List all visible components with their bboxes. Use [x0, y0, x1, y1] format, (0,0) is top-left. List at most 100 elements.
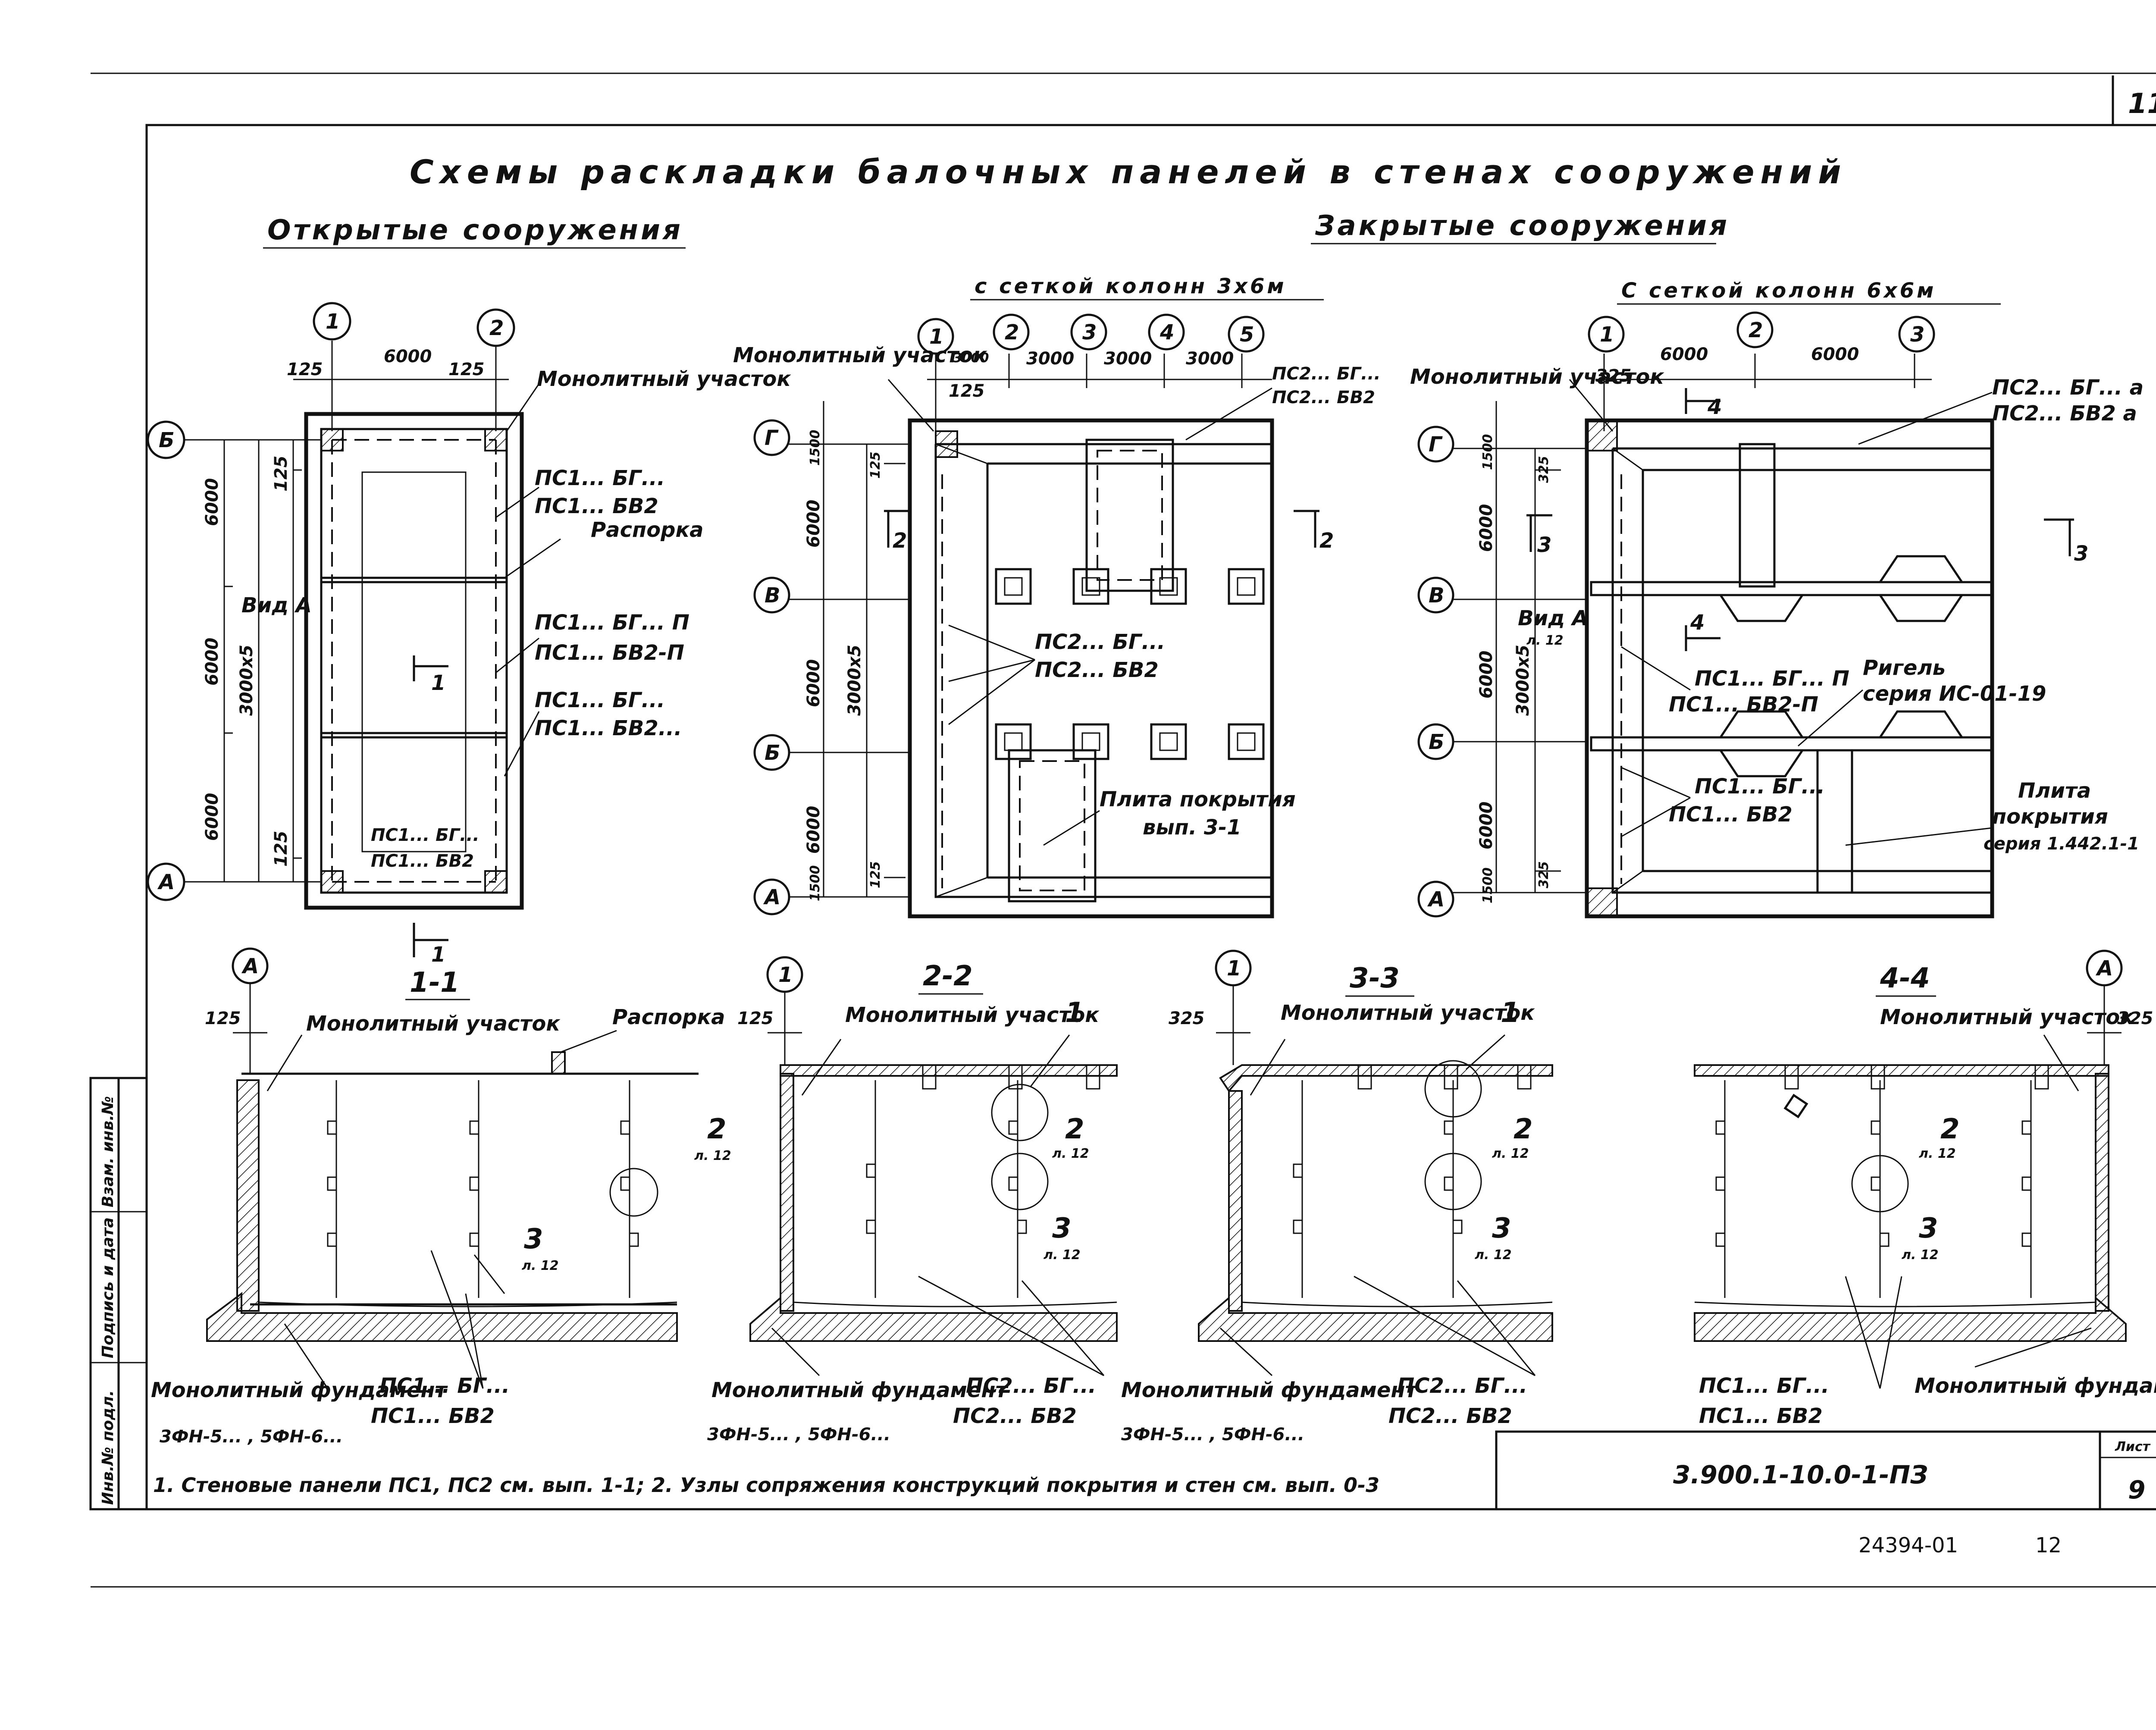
section-2-2-title: 2-2	[923, 960, 973, 992]
side-stamp-signature: Подпись и дата	[99, 1217, 117, 1358]
plan-3x6-column-heads	[995, 568, 1265, 760]
section-3-3	[1198, 983, 1553, 1376]
plan-6x6-cut-4-mid: 4	[1690, 611, 1705, 635]
plan-3x6-plate-ref: вып. 3-1	[1143, 815, 1241, 840]
plan-open-axis-1: 1	[326, 310, 340, 334]
section-1-1-panel-a: ПС1... БГ...	[379, 1374, 510, 1398]
plan-6x6-axis-3: 3	[1910, 323, 1924, 347]
plan-open-dim-125-right: 125	[448, 360, 485, 379]
plan-open-dim-6000-c: 6000	[202, 793, 222, 841]
plan-3x6-dim-6000-1: 6000	[804, 500, 824, 548]
plan-6x6-dim-6000-1: 6000	[1660, 345, 1708, 364]
plan-6x6-axis-b: Б	[1429, 730, 1445, 754]
section-4-4-monolith: Монолитный участок	[1880, 1005, 2134, 1029]
plan-open-axis-b: Б	[159, 428, 175, 452]
plan-3x6-axis-v: В	[765, 583, 780, 608]
section-3-3-node-3-ref: л. 12	[1475, 1247, 1512, 1263]
section-3-3-node-2: 2	[1514, 1113, 1533, 1145]
plan-3x6-dim-total: 3000х5	[845, 645, 865, 716]
section-2-2-dim: 125	[737, 1009, 774, 1028]
plan-6x6-monolith: Монолитный участок	[1410, 365, 1664, 389]
section-4-4-title: 4-4	[1880, 962, 1930, 994]
plan-3x6-dim-125-bottom: 125	[868, 861, 883, 888]
plan-open-axis-a: А	[157, 870, 175, 894]
plan-open-ps1-bv2-inner: ПС1... БВ2	[371, 851, 474, 871]
plan-6x6-axis-a: А	[1427, 887, 1445, 912]
plan-open-dim-6000-b: 6000	[202, 638, 222, 686]
plan-open-dim-6000: 6000	[384, 347, 432, 367]
plan-6x6-dim-1500-bottom: 1500	[1480, 868, 1495, 904]
plan-3x6-axis-b: Б	[765, 741, 780, 765]
plan-6x6-vid-ref: л. 12	[1526, 633, 1564, 648]
sheet-number: 9	[2128, 1475, 2145, 1504]
heading-closed-structures: Закрытые сооружения	[1315, 210, 1730, 242]
plan-6x6-cut-4-top: 4	[1707, 395, 1722, 419]
plan-open-dim-total: 3000х5	[237, 645, 257, 716]
plan-open-structures	[168, 341, 561, 957]
plan-open-cut-1-bottom: 1	[431, 943, 445, 967]
section-3-3-title: 3-3	[1350, 962, 1400, 994]
plan-open-dim-125-left: 125	[287, 360, 323, 379]
section-1-1-node-2: 2	[707, 1113, 727, 1145]
section-4-4-foundation: Монолитный фундамент	[1915, 1374, 2156, 1398]
plan-3x6-ps2-bv2-top: ПС2... БВ2	[1272, 388, 1375, 407]
section-1-1-axis: А	[241, 954, 259, 978]
section-4-4-panel-b: ПС1... БВ2	[1699, 1404, 1823, 1428]
section-1-1-node-3: 3	[524, 1223, 543, 1255]
plan-3x6-dim-125-top: 125	[868, 451, 883, 479]
section-2-2-node-3: 3	[1052, 1213, 1072, 1244]
plan-6x6-dim-total: 3000х5	[1513, 645, 1533, 716]
section-1-1-foundation: Монолитный фундамент	[151, 1378, 448, 1402]
plan-open-ps1-bg-p: ПС1... БГ... П	[535, 611, 689, 635]
plan-3x6-ps2-bg: ПС2... БГ...	[1035, 630, 1165, 654]
section-2-2-foundation: Монолитный фундамент	[711, 1378, 1009, 1402]
plan-open-ps1-bg-2: ПС1... БГ...	[535, 688, 665, 712]
plan-open-dim-125-bottom: 125	[271, 831, 291, 867]
section-1-1-node-3-ref: л. 12	[522, 1258, 559, 1273]
section-2-2-foundation-ref: 3ФН-5... , 5ФН-6...	[707, 1425, 890, 1445]
plan-3x6-dim-1500-bottom: 1500	[808, 865, 823, 902]
plan-3x6-axis-2: 2	[1005, 320, 1019, 345]
section-2-2-node-2-ref: л. 12	[1052, 1146, 1089, 1161]
section-2-2-node-2: 2	[1065, 1113, 1084, 1145]
plan-6x6-dim-325: 325	[1595, 366, 1632, 386]
plan-3x6-cut-2-right: 2	[1319, 529, 1334, 553]
plan-3x6-axis-4: 4	[1159, 320, 1174, 345]
section-4-4-axis: А	[2095, 956, 2113, 981]
plan-3x6-axis-1: 1	[929, 325, 943, 349]
section-2-2-axis: 1	[778, 963, 793, 987]
plan-6x6-dim-6000-2: 6000	[1811, 345, 1859, 364]
plan-3x6-monolith: Монолитный участок	[733, 343, 987, 367]
plan-open-dim-125-top: 125	[271, 456, 291, 492]
title-block	[1495, 1430, 2156, 1511]
plan-grid-6x6	[1436, 354, 2074, 918]
plan-3x6-dim-3000-2: 3000	[1026, 349, 1074, 369]
section-2-2	[749, 983, 1118, 1376]
plan-6x6-plate-ref: серия 1.442.1-1	[1984, 834, 2139, 854]
section-4-4-node-3-ref: л. 12	[1902, 1247, 1939, 1263]
sheet-frame	[91, 72, 2156, 1588]
plan-open-axis-2: 2	[489, 316, 504, 340]
archive-number: 24394-01	[1858, 1533, 1958, 1558]
plan-6x6-axis-bubbles	[1417, 311, 1935, 918]
document-code: 3.900.1-10.0-1-ПЗ	[1673, 1460, 1928, 1489]
plan-3x6-dim-6000-3: 6000	[804, 806, 824, 854]
general-note: 1. Стеновые панели ПС1, ПС2 см. вып. 1-1…	[153, 1473, 1379, 1497]
section-3-3-dim: 325	[1169, 1009, 1205, 1028]
side-stamp-inv: Инв.№ подл.	[99, 1390, 117, 1505]
subheading-grid-3x6: с сеткой колонн 3х6м	[975, 274, 1287, 298]
plan-6x6-ps2-bv2-a: ПС2... БВ2 а	[1992, 401, 2137, 426]
plan-6x6-ps1-bg-p: ПС1... БГ... П	[1695, 667, 1849, 691]
plan-6x6-dim-325-top: 325	[1536, 456, 1551, 483]
section-4-4	[1694, 983, 2127, 1389]
plan-open-rasporka: Распорка	[591, 518, 704, 542]
section-3-3-node-3: 3	[1492, 1213, 1511, 1244]
section-3-3-node-2-ref: л. 12	[1492, 1146, 1529, 1161]
section-1-1-foundation-ref: 3ФН-5... , 5ФН-6...	[160, 1427, 343, 1447]
plan-3x6-axis-3: 3	[1082, 320, 1097, 345]
section-2-2-monolith: Монолитный участок	[845, 1003, 1100, 1027]
plan-6x6-plate2: покрытия	[1992, 805, 2108, 829]
sheet-label: Лист	[2115, 1439, 2151, 1454]
plan-open-monolith: Монолитный участок	[537, 367, 791, 391]
plan-3x6-plate: Плита покрытия	[1100, 787, 1296, 812]
